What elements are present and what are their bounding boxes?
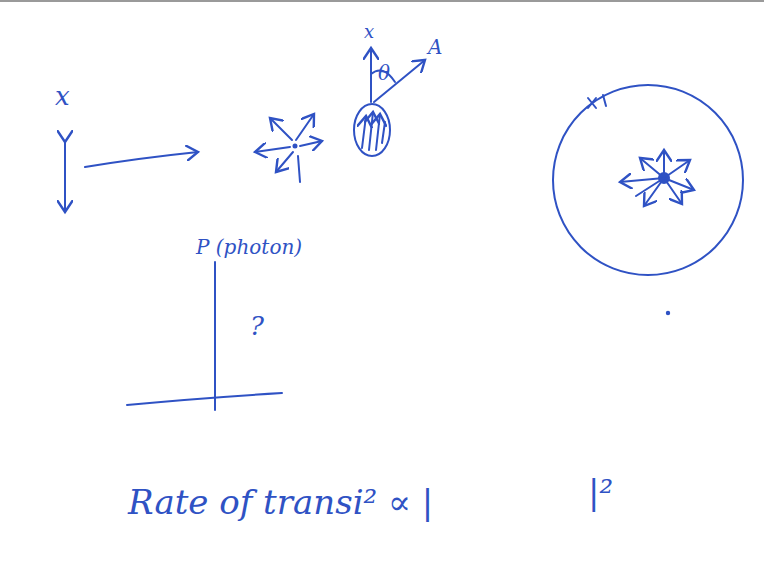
vector-label: A	[428, 36, 442, 58]
axis-label: x	[55, 82, 70, 111]
unknown-mark: ?	[250, 312, 264, 341]
page-rule	[0, 0, 764, 2]
note-text: |²	[588, 474, 613, 511]
note-text: Rate of transi² ∝ |	[128, 484, 433, 521]
angle-label: θ	[378, 62, 390, 84]
axis-label: x	[364, 22, 374, 42]
axis-title: P (photon)	[196, 236, 302, 258]
